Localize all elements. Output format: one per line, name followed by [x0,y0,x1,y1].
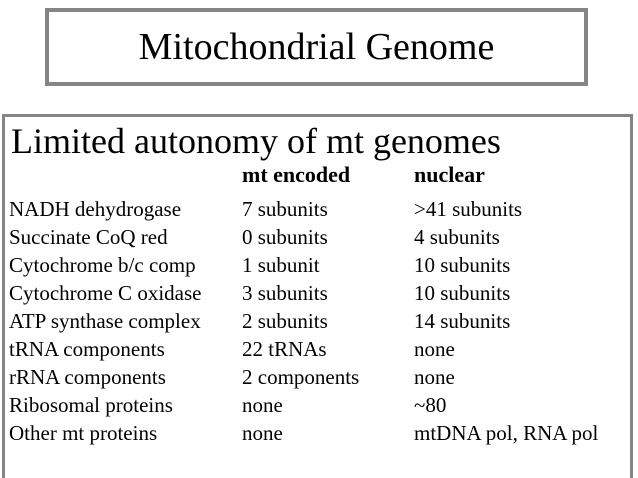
complex-name: Cytochrome b/c comp [9,253,196,277]
table-row: Ribosomal proteins none ~80 [5,391,630,419]
table-row: Succinate CoQ red 0 subunits 4 subunits [5,223,630,251]
genome-table: mt encoded nuclear NADH dehydrogase 7 su… [5,161,630,447]
mt-encoded-value: 7 subunits [242,197,328,221]
complex-name: rRNA components [9,365,166,389]
complex-name: Cytochrome C oxidase [9,281,202,305]
complex-name: Ribosomal proteins [9,393,173,417]
complex-name: tRNA components [9,337,165,361]
table-row: ATP synthase complex 2 subunits 14 subun… [5,307,630,335]
mt-encoded-value: 1 subunit [242,253,320,277]
table-row: Cytochrome C oxidase 3 subunits 10 subun… [5,279,630,307]
nuclear-value: >41 subunits [414,197,523,221]
header-mt-encoded: mt encoded [242,162,351,187]
mt-encoded-value: none [242,421,283,445]
content-box: Limited autonomy of mt genomes mt encode… [2,114,633,478]
mt-encoded-value: 2 components [242,365,360,389]
complex-name: Other mt proteins [9,421,158,445]
table-row: Other mt proteins none mtDNA pol, RNA po… [5,419,630,447]
nuclear-value: none [414,365,455,389]
table-row: NADH dehydrogase 7 subunits >41 subunits [5,195,630,223]
nuclear-value: 10 subunits [414,253,511,277]
section-heading: Limited autonomy of mt genomes [11,121,501,161]
table-header-row: mt encoded nuclear [5,161,630,189]
nuclear-value: 14 subunits [414,309,511,333]
header-nuclear: nuclear [414,162,485,187]
nuclear-value: 4 subunits [414,225,500,249]
table-row: Cytochrome b/c comp 1 subunit 10 subunit… [5,251,630,279]
mt-encoded-value: 0 subunits [242,225,328,249]
table-row: rRNA components 2 components none [5,363,630,391]
mt-encoded-value: 22 tRNAs [242,337,327,361]
complex-name: NADH dehydrogase [9,197,182,221]
complex-name: Succinate CoQ red [9,225,168,249]
mt-encoded-value: 3 subunits [242,281,328,305]
table-row: tRNA components 22 tRNAs none [5,335,630,363]
title-box: Mitochondrial Genome [45,8,588,86]
nuclear-value: mtDNA pol, RNA pol [414,421,599,445]
mt-encoded-value: none [242,393,283,417]
slide-title: Mitochondrial Genome [138,26,495,68]
header-spacer [9,161,242,189]
nuclear-value: 10 subunits [414,281,511,305]
mt-encoded-value: 2 subunits [242,309,328,333]
nuclear-value: none [414,337,455,361]
nuclear-value: ~80 [414,393,447,417]
complex-name: ATP synthase complex [9,309,201,333]
